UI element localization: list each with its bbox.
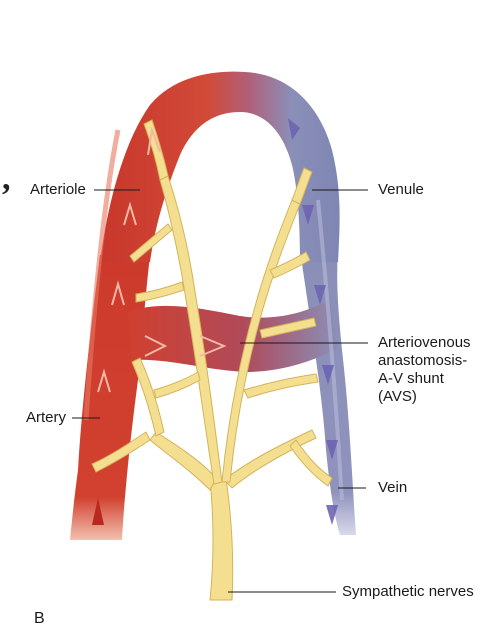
arteriole-venule-loop: [100, 72, 340, 262]
venule-label: Venule: [378, 181, 424, 199]
panel-letter: B: [34, 610, 45, 628]
vein-label: Vein: [378, 479, 407, 497]
avs-label: Arteriovenous anastomosis- A-V shunt (AV…: [378, 334, 483, 406]
avs-label-line3: A-V shunt: [378, 370, 483, 388]
arteriole-label: Arteriole: [30, 181, 86, 199]
avs-label-line4: (AVS): [378, 388, 483, 406]
av-shunt-vessel: [128, 300, 338, 372]
avs-label-line1: Arteriovenous: [378, 334, 483, 352]
stray-mark: ,: [2, 160, 11, 198]
avs-label-line2: anastomosis-: [378, 352, 483, 370]
artery-label: Artery: [26, 409, 66, 427]
sympathetic-nerves-label: Sympathetic nerves: [342, 583, 474, 601]
